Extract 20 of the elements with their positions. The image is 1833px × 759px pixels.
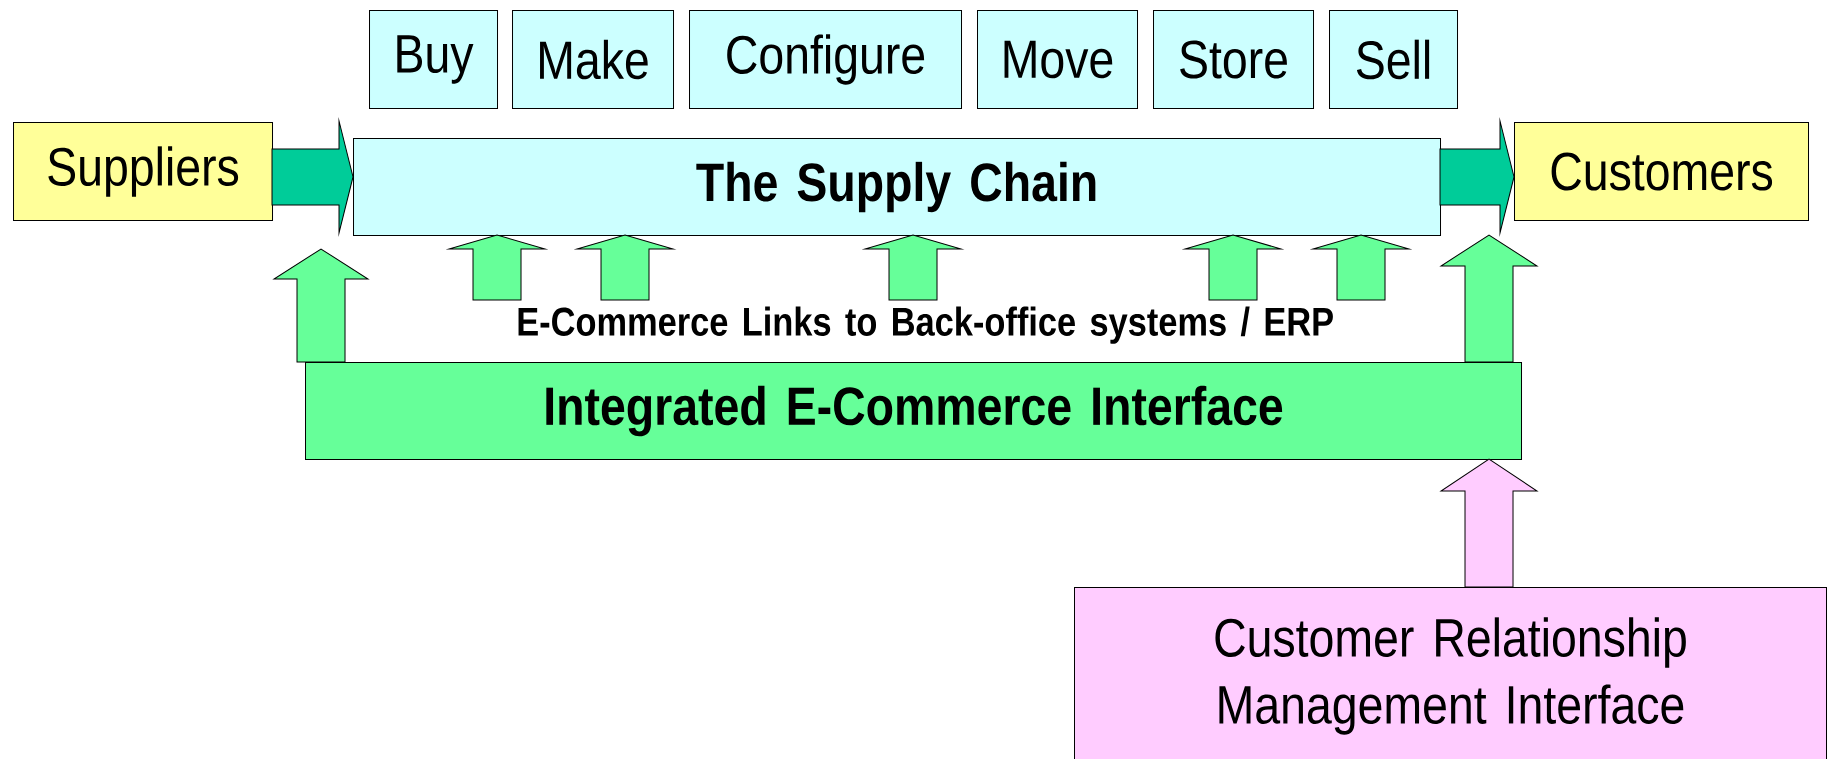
process-box: Make	[512, 10, 674, 109]
process-box: Move	[977, 10, 1138, 109]
caption-text: E-Commerce Links to Back-office systems / ERP	[518, 306, 1333, 344]
block-arrow	[1184, 234, 1282, 301]
block-arrow	[273, 248, 369, 363]
interface-box: Customer Relationship Management Interface	[1074, 587, 1827, 759]
block-arrow	[448, 234, 546, 301]
block-arrow	[576, 234, 674, 301]
party-box: Suppliers	[13, 122, 273, 221]
process-box: Buy	[369, 10, 498, 109]
process-box: Store	[1153, 10, 1314, 109]
block-arrow	[1440, 234, 1538, 363]
block-arrow	[1312, 234, 1410, 301]
process-box: Sell	[1329, 10, 1458, 109]
block-arrow	[1440, 458, 1538, 588]
supply-chain-box: The Supply Chain	[353, 138, 1441, 236]
interface-box: Integrated E-Commerce Interface	[305, 362, 1522, 460]
process-box: Configure	[689, 10, 962, 109]
block-arrow	[864, 234, 962, 301]
party-box: Customers	[1514, 122, 1809, 221]
